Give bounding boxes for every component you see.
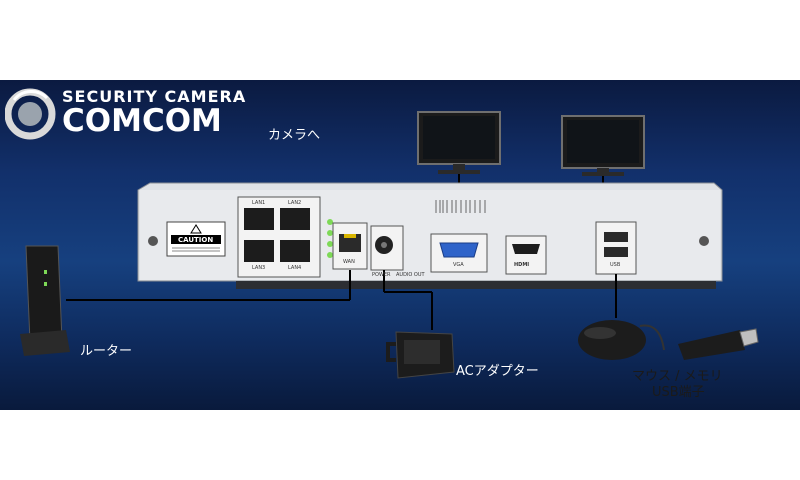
monitor-left-icon [417, 111, 501, 174]
mouse-icon [578, 320, 665, 360]
lan-port-label-1: LAN1 [252, 200, 266, 206]
barcode-icon [435, 200, 486, 213]
usb-port-label-jp: USB端子 [652, 385, 705, 400]
monitor-right-icon [561, 115, 645, 176]
lan-port-label-3: LAN3 [252, 265, 266, 271]
caution-label: CAUTION [178, 236, 214, 244]
audio-out-label: AUDIO OUT [396, 272, 425, 278]
usb-memory-icon [678, 328, 759, 360]
ac-adapter-label: ACアダプター [456, 364, 539, 379]
brand-line-1: SECURITY CAMERA [62, 87, 247, 106]
lan-port-label-2: LAN2 [288, 200, 302, 206]
vga-port-label: VGA [453, 262, 464, 268]
mouse-memory-label: マウス / メモリ [632, 369, 723, 384]
power-port-label: POWER [372, 272, 391, 278]
router-icon [20, 245, 70, 356]
wan-port-label: WAN [343, 259, 355, 265]
router-label: ルーター [80, 344, 133, 359]
comcom-logo-icon [5, 88, 56, 140]
hdmi-port-label: HDMI [514, 262, 530, 268]
lan-port-label-4: LAN4 [288, 265, 302, 271]
ac-adapter-icon [386, 331, 455, 379]
camera-label: カメラへ [268, 128, 321, 143]
brand-line-2: COMCOM [62, 103, 222, 139]
usb-port-label: USB [610, 262, 621, 268]
